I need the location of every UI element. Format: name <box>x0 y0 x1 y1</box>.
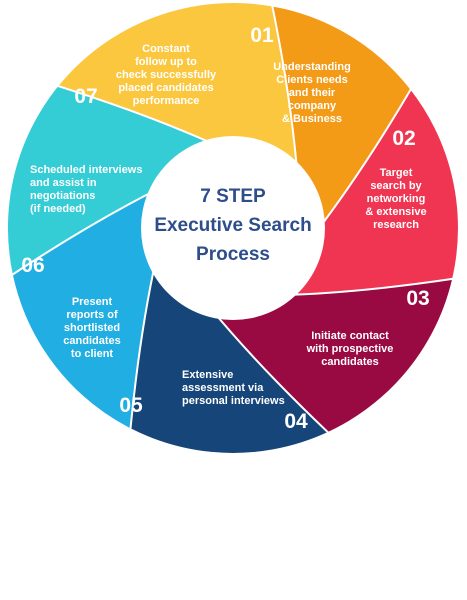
step-07-line: check successfully <box>116 69 217 81</box>
step-06-line: and assist in <box>30 177 97 189</box>
step-01-line: & Business <box>282 113 342 125</box>
step-07-segment <box>55 1 299 181</box>
step-04-line: assessment via <box>182 382 264 394</box>
center-hub <box>141 136 325 320</box>
step-07-line: performance <box>133 95 200 107</box>
wheel-segments <box>5 0 460 455</box>
step-01-number: 01 <box>250 24 274 47</box>
step-07-number: 07 <box>74 85 97 108</box>
center-title-line: Executive Search <box>154 215 311 236</box>
step-04-line: personal interviews <box>182 395 285 407</box>
step-03-line: with prospective <box>306 343 394 355</box>
step-05-number: 05 <box>119 394 143 417</box>
step-01-line: Clients needs <box>276 74 348 86</box>
step-07-line: follow up to <box>135 56 197 68</box>
step-07-line: Constant <box>142 43 190 55</box>
step-05-line: reports of <box>66 309 118 321</box>
step-03-line: candidates <box>321 356 378 368</box>
step-06-line: (if needed) <box>30 203 86 215</box>
step-04-line: Extensive <box>182 369 233 381</box>
step-05-line: to client <box>71 348 114 360</box>
step-03-line: Initiate contact <box>311 330 389 342</box>
step-02-line: research <box>373 219 419 231</box>
step-05-line: candidates <box>63 335 120 347</box>
step-03-number: 03 <box>406 287 429 310</box>
step-05-line: shortlisted <box>64 322 120 334</box>
step-02-line: Target <box>380 167 413 179</box>
step-02-line: search by <box>370 180 422 192</box>
step-06-line: negotiations <box>30 190 95 202</box>
step-02-line: networking <box>367 193 426 205</box>
center-title-line: 7 STEP <box>200 186 266 207</box>
step-02-number: 02 <box>392 127 415 150</box>
step-05-line: Present <box>72 296 113 308</box>
center-title-line: Process <box>196 244 270 265</box>
step-04-number: 04 <box>284 410 308 433</box>
step-06-number: 06 <box>21 254 44 277</box>
step-02-line: & extensive <box>365 206 426 218</box>
step-07-line: placed candidates <box>118 82 213 94</box>
step-01-line: and their <box>289 87 336 99</box>
step-01-line: Understanding <box>273 61 351 73</box>
step-06-line: Scheduled interviews <box>30 164 142 176</box>
step-01-line: company <box>288 100 337 112</box>
